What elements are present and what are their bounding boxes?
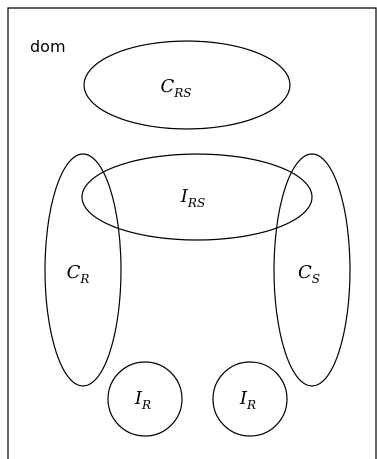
- domain-frame: [7, 7, 377, 459]
- set-c-r-ellipse: [44, 153, 122, 387]
- set-i-r-right-circle: [212, 361, 288, 437]
- set-c-rs-label: CRS: [160, 76, 191, 100]
- set-c-rs-ellipse: [83, 40, 291, 130]
- set-c-r-label: CR: [67, 262, 90, 286]
- set-c-s-label: CS: [298, 262, 320, 286]
- set-c-s-ellipse: [273, 153, 351, 387]
- set-i-rs-ellipse: [81, 153, 313, 241]
- set-i-rs-label: IRS: [180, 186, 205, 210]
- set-i-r-left-label: IR: [134, 388, 151, 412]
- set-i-r-right-label: IR: [239, 388, 256, 412]
- set-i-r-left-circle: [107, 361, 183, 437]
- domain-label: dom: [30, 37, 66, 56]
